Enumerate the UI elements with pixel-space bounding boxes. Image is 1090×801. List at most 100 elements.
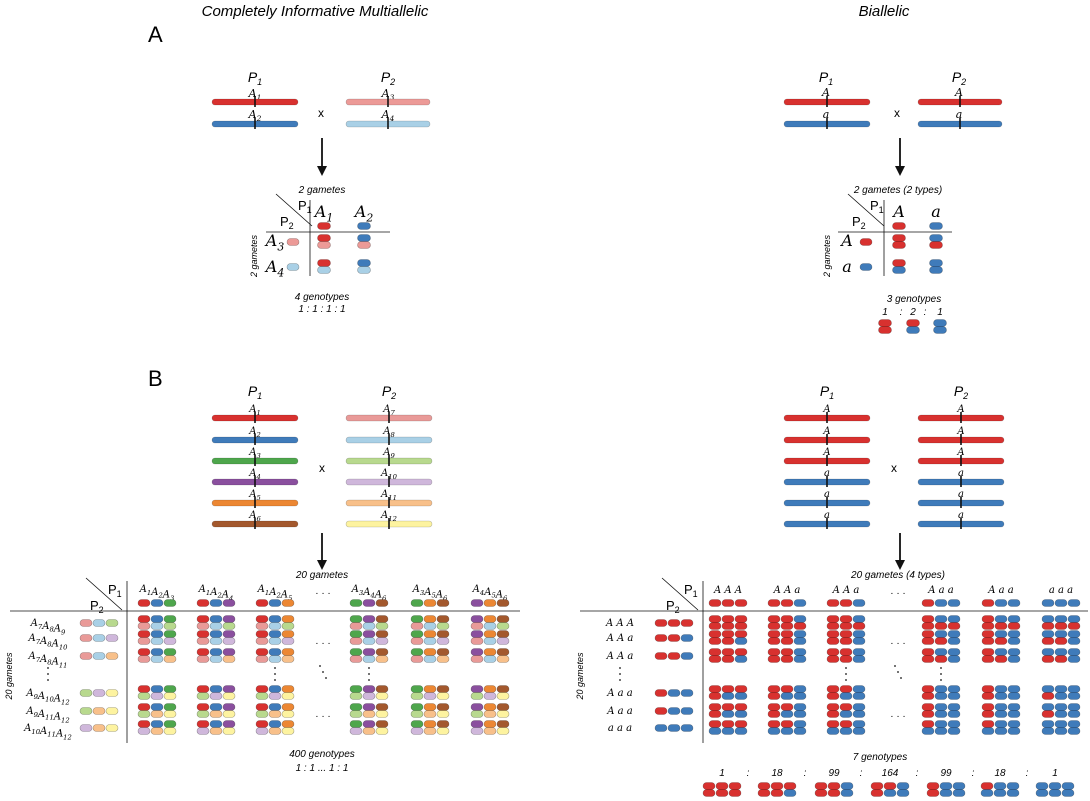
b-bi-cell-4-2-bottom-2 (852, 710, 866, 718)
b-multi-cell-0-2-bottom-2 (281, 622, 295, 630)
b-multi-cell-3-4-top-2 (436, 685, 450, 693)
b-multi-cell-2-5-top-0 (470, 648, 484, 656)
b-multi-row-pill-4-0 (79, 689, 93, 697)
b-multi-p2-label: P2 (382, 383, 396, 401)
b-bi-cell-0-4-top-1 (994, 615, 1008, 623)
b-bi-vdots-1-2 (845, 679, 847, 681)
b-multi-cell-5-2-top-0 (255, 720, 269, 728)
b-bi-cell-3-3-bottom-0 (921, 692, 935, 700)
b-multi-cell-5-4-bottom-1 (423, 727, 437, 735)
b-bi-genotype-3-bottom-1 (883, 789, 897, 797)
b-bi-cell-1-4-bottom-1 (994, 637, 1008, 645)
b-multi-cell-3-2-top-1 (268, 685, 282, 693)
b-bi-ratio-5: : (860, 768, 863, 779)
b-multi-cell-2-3-bottom-0 (349, 655, 363, 663)
b-multi-col-pill-4-1 (362, 599, 376, 607)
b-bi-cell-0-4-bottom-0 (981, 622, 995, 630)
b-bi-ratio-1: : (747, 768, 750, 779)
b-bi-genotype-0-bottom-0 (702, 789, 716, 797)
a-multi-p1-label: P1 (248, 69, 262, 87)
b-bi-cell-2-0-bottom-1 (721, 655, 735, 663)
b-bi-cell-2-1-top-0 (767, 648, 781, 656)
a-multi-cell-0-1-bottom (357, 241, 371, 249)
b-bi-vdots-0-2 (619, 679, 621, 681)
b-multi-p2-allele-5: A11 (380, 489, 397, 502)
b-multi-cell-4-3-top-2 (375, 703, 389, 711)
b-multi-cell-0-4-bottom-0 (410, 622, 424, 630)
b-multi-row-pill-3-0 (79, 652, 93, 660)
a-bi-side-gametes: 2 gametes (822, 234, 832, 278)
b-bi-cell-1-4-bottom-0 (981, 637, 995, 645)
b-bi-cell-1-1-top-0 (767, 630, 781, 638)
b-bi-cell-3-0-bottom-2 (734, 692, 748, 700)
b-bi-cell-4-1-bottom-1 (780, 710, 794, 718)
b-bi-col-pill-2-1 (780, 599, 794, 607)
b-bi-cell-5-0-top-2 (734, 720, 748, 728)
b-multi-cell-1-0-bottom-2 (163, 637, 177, 645)
b-bi-cell-0-2-bottom-2 (852, 622, 866, 630)
a-bi-cell-1-1-top (929, 259, 943, 267)
b-multi-cell-3-3-bottom-2 (375, 692, 389, 700)
b-multi-cell-5-0-bottom-1 (150, 727, 164, 735)
b-multi-cell-0-2-top-0 (255, 615, 269, 623)
b-bi-arrow-head (895, 560, 905, 570)
b-bi-genotype-1-bottom-2 (783, 789, 797, 797)
b-bi-cell-4-4-bottom-2 (1007, 710, 1021, 718)
b-bi-cell-5-1-top-0 (767, 720, 781, 728)
b-multi-cell-3-0-top-0 (137, 685, 151, 693)
b-multi-col-pill-2-1 (209, 599, 223, 607)
a-bi-ratio-3: : (924, 307, 927, 318)
b-bi-ratio-4: 99 (828, 768, 840, 779)
b-bi-cell-5-3-bottom-2 (947, 727, 961, 735)
a-multi-genotypes: 4 genotypes (295, 292, 350, 303)
b-bi-cell-2-5-top-1 (1054, 648, 1068, 656)
b-bi-cell-5-2-bottom-0 (826, 727, 840, 735)
b-bi-col-header-6: a a a (1049, 585, 1073, 596)
b-multi-cell-3-0-top-2 (163, 685, 177, 693)
b-bi-cell-0-3-top-1 (934, 615, 948, 623)
b-multi-row-pill-4-1 (92, 689, 106, 697)
b-bi-cell-4-4-top-0 (981, 703, 995, 711)
a-multi-row-header-1: A3 (264, 231, 285, 253)
b-multi-cell-3-4-bottom-2 (436, 692, 450, 700)
b-bi-vdots-2-2 (940, 679, 942, 681)
b-bi-cell-5-1-bottom-2 (793, 727, 807, 735)
b-bi-cell-2-0-top-2 (734, 648, 748, 656)
b-bi-cell-4-0-bottom-1 (721, 710, 735, 718)
b-bi-cell-0-2-top-0 (826, 615, 840, 623)
b-bi-row-header-1: A A A (605, 618, 634, 629)
b-bi-cell-0-5-bottom-2 (1067, 622, 1081, 630)
b-bi-row-pill-4-1 (667, 689, 681, 697)
b-multi-cell-5-2-bottom-2 (281, 727, 295, 735)
a-multi-cell-1-1-bottom (357, 266, 371, 274)
b-bi-col-header-1: A A A (713, 585, 742, 596)
a-bi-corner-diag (847, 193, 885, 227)
b-multi-col-pill-6-0 (470, 599, 484, 607)
b-multi-cell-1-3-top-2 (375, 630, 389, 638)
b-multi-side-gametes: 20 gametes (4, 652, 14, 701)
b-multi-cell-0-4-bottom-2 (436, 622, 450, 630)
b-multi-cell-5-5-top-0 (470, 720, 484, 728)
b-multi-cell-5-4-top-1 (423, 720, 437, 728)
a-bi-cell-0-1-top (929, 234, 943, 242)
b-bi-row-pill-4-0 (654, 689, 668, 697)
a-bi-genotypes: 3 genotypes (887, 294, 942, 305)
b-multi-cell-0-4-bottom-1 (423, 622, 437, 630)
a-bi-ratio-2: 2 (909, 307, 916, 318)
b-multi-cell-5-3-bottom-0 (349, 727, 363, 735)
b-multi-cell-4-0-bottom-2 (163, 710, 177, 718)
b-multi-cell-3-4-bottom-0 (410, 692, 424, 700)
b-bi-cell-1-5-bottom-2 (1067, 637, 1081, 645)
b-bi-cell-0-0-top-0 (708, 615, 722, 623)
b-bi-p2-label: P2 (954, 383, 968, 401)
b-bi-cell-4-3-bottom-1 (934, 710, 948, 718)
b-bi-p1-label: P1 (820, 383, 834, 401)
b-bi-cell-0-0-bottom-2 (734, 622, 748, 630)
b-multi-cell-3-1-bottom-2 (222, 692, 236, 700)
b-bi-p2-allele-3: A (956, 447, 964, 458)
b-multi-cell-2-4-bottom-2 (436, 655, 450, 663)
a-bi-cell-0-0-top (892, 234, 906, 242)
b-bi-cell-0-5-bottom-0 (1041, 622, 1055, 630)
b-multi-cell-2-5-bottom-2 (496, 655, 510, 663)
b-bi-cell-1-1-top-1 (780, 630, 794, 638)
